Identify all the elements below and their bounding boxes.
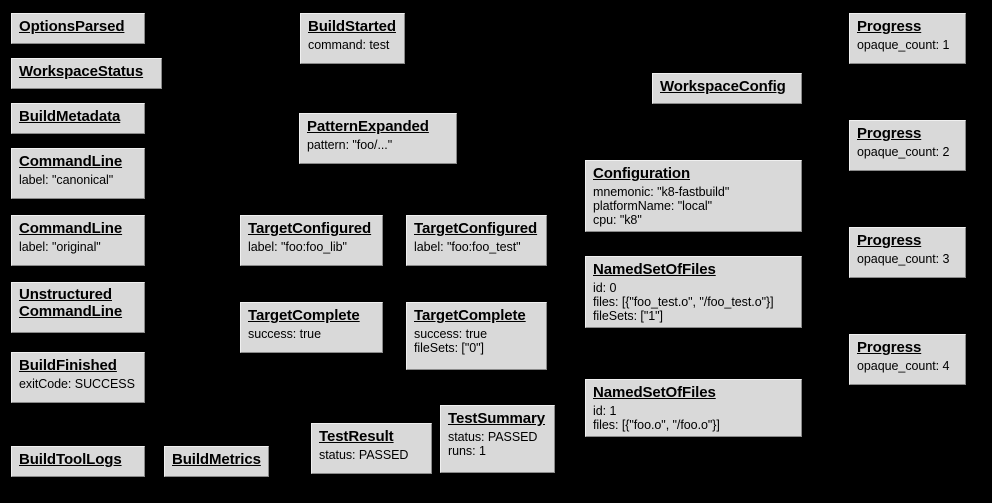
event-node-fields: command: test bbox=[308, 37, 390, 52]
event-node-named-set-of-files-1[interactable]: NamedSetOfFiles id: 1 files: [{"foo.o", "… bbox=[585, 379, 802, 437]
event-node-fields: opaque_count: 2 bbox=[857, 144, 950, 159]
event-node-title: BuildMetadata bbox=[19, 108, 121, 125]
event-node-title: CommandLine bbox=[19, 220, 123, 237]
event-node-fields: mnemonic: "k8-fastbuild" platformName: "… bbox=[593, 184, 730, 227]
event-node-target-configured-foo-lib[interactable]: TargetConfigured label: "foo:foo_lib" bbox=[240, 215, 383, 266]
event-node-build-metadata[interactable]: BuildMetadata bbox=[11, 103, 145, 134]
event-node-configuration[interactable]: Configuration mnemonic: "k8-fastbuild" pl… bbox=[585, 160, 802, 232]
event-node-workspace-status[interactable]: WorkspaceStatus bbox=[11, 58, 162, 89]
event-node-fields: status: PASSED bbox=[319, 447, 409, 462]
event-node-title: Progress bbox=[857, 18, 922, 35]
event-node-title: BuildToolLogs bbox=[19, 451, 122, 468]
event-node-unstructured-command-line[interactable]: Unstructured CommandLine bbox=[11, 282, 145, 333]
event-node-fields: pattern: "foo/..." bbox=[307, 137, 393, 152]
event-node-fields: opaque_count: 3 bbox=[857, 251, 950, 266]
event-node-title: TestSummary bbox=[448, 410, 545, 427]
event-node-fields: opaque_count: 4 bbox=[857, 358, 950, 373]
event-node-pattern-expanded[interactable]: PatternExpanded pattern: "foo/..." bbox=[299, 113, 457, 164]
event-node-progress-1[interactable]: Progress opaque_count: 1 bbox=[849, 13, 966, 64]
event-node-test-summary[interactable]: TestSummary status: PASSED runs: 1 bbox=[440, 405, 555, 473]
event-node-title: NamedSetOfFiles bbox=[593, 384, 716, 401]
event-node-title: Progress bbox=[857, 232, 922, 249]
event-node-build-started[interactable]: BuildStarted command: test bbox=[300, 13, 405, 64]
event-node-fields: label: "foo:foo_test" bbox=[414, 239, 521, 254]
event-node-target-complete-foo-test[interactable]: TargetComplete success: true fileSets: ["… bbox=[406, 302, 547, 370]
event-node-title: Configuration bbox=[593, 165, 691, 182]
event-node-build-finished[interactable]: BuildFinished exitCode: SUCCESS bbox=[11, 352, 145, 403]
event-node-title: Progress bbox=[857, 339, 922, 356]
event-node-title: TestResult bbox=[319, 428, 394, 445]
event-node-fields: status: PASSED runs: 1 bbox=[448, 429, 538, 458]
event-node-fields: label: "original" bbox=[19, 239, 101, 254]
event-node-command-line-original[interactable]: CommandLine label: "original" bbox=[11, 215, 145, 266]
event-node-fields: id: 1 files: [{"foo.o", "/foo.o"}] bbox=[593, 403, 720, 432]
event-node-fields: id: 0 files: [{"foo_test.o", "/foo_test.… bbox=[593, 280, 774, 323]
event-node-title: Progress bbox=[857, 125, 922, 142]
event-node-target-configured-foo-test[interactable]: TargetConfigured label: "foo:foo_test" bbox=[406, 215, 547, 266]
event-node-title: NamedSetOfFiles bbox=[593, 261, 716, 278]
event-node-title: TargetComplete bbox=[248, 307, 360, 324]
event-node-target-complete-foo-lib[interactable]: TargetComplete success: true bbox=[240, 302, 383, 353]
event-node-fields: success: true fileSets: ["0"] bbox=[414, 326, 487, 355]
event-node-build-tool-logs[interactable]: BuildToolLogs bbox=[11, 446, 145, 477]
event-node-progress-2[interactable]: Progress opaque_count: 2 bbox=[849, 120, 966, 171]
event-node-progress-4[interactable]: Progress opaque_count: 4 bbox=[849, 334, 966, 385]
event-node-title: OptionsParsed bbox=[19, 18, 125, 35]
event-node-named-set-of-files-0[interactable]: NamedSetOfFiles id: 0 files: [{"foo_test.… bbox=[585, 256, 802, 328]
event-node-options-parsed[interactable]: OptionsParsed bbox=[11, 13, 145, 44]
event-node-fields: exitCode: SUCCESS bbox=[19, 376, 135, 391]
event-node-title: WorkspaceConfig bbox=[660, 78, 786, 95]
event-node-test-result[interactable]: TestResult status: PASSED bbox=[311, 423, 432, 474]
event-node-fields: label: "canonical" bbox=[19, 172, 114, 187]
event-node-title: TargetConfigured bbox=[248, 220, 372, 237]
event-node-title: BuildStarted bbox=[308, 18, 396, 35]
event-node-title: BuildFinished bbox=[19, 357, 117, 374]
event-node-title: Unstructured CommandLine bbox=[19, 286, 123, 320]
event-node-title: WorkspaceStatus bbox=[19, 63, 144, 80]
event-node-workspace-config[interactable]: WorkspaceConfig bbox=[652, 73, 802, 104]
event-node-progress-3[interactable]: Progress opaque_count: 3 bbox=[849, 227, 966, 278]
event-node-title: TargetConfigured bbox=[414, 220, 538, 237]
event-node-fields: opaque_count: 1 bbox=[857, 37, 950, 52]
event-node-title: BuildMetrics bbox=[172, 451, 261, 468]
event-node-fields: label: "foo:foo_lib" bbox=[248, 239, 347, 254]
event-node-title: PatternExpanded bbox=[307, 118, 429, 135]
event-node-title: CommandLine bbox=[19, 153, 123, 170]
event-node-fields: success: true bbox=[248, 326, 321, 341]
event-node-build-metrics[interactable]: BuildMetrics bbox=[164, 446, 269, 477]
event-node-title: TargetComplete bbox=[414, 307, 526, 324]
event-node-command-line-canonical[interactable]: CommandLine label: "canonical" bbox=[11, 148, 145, 199]
